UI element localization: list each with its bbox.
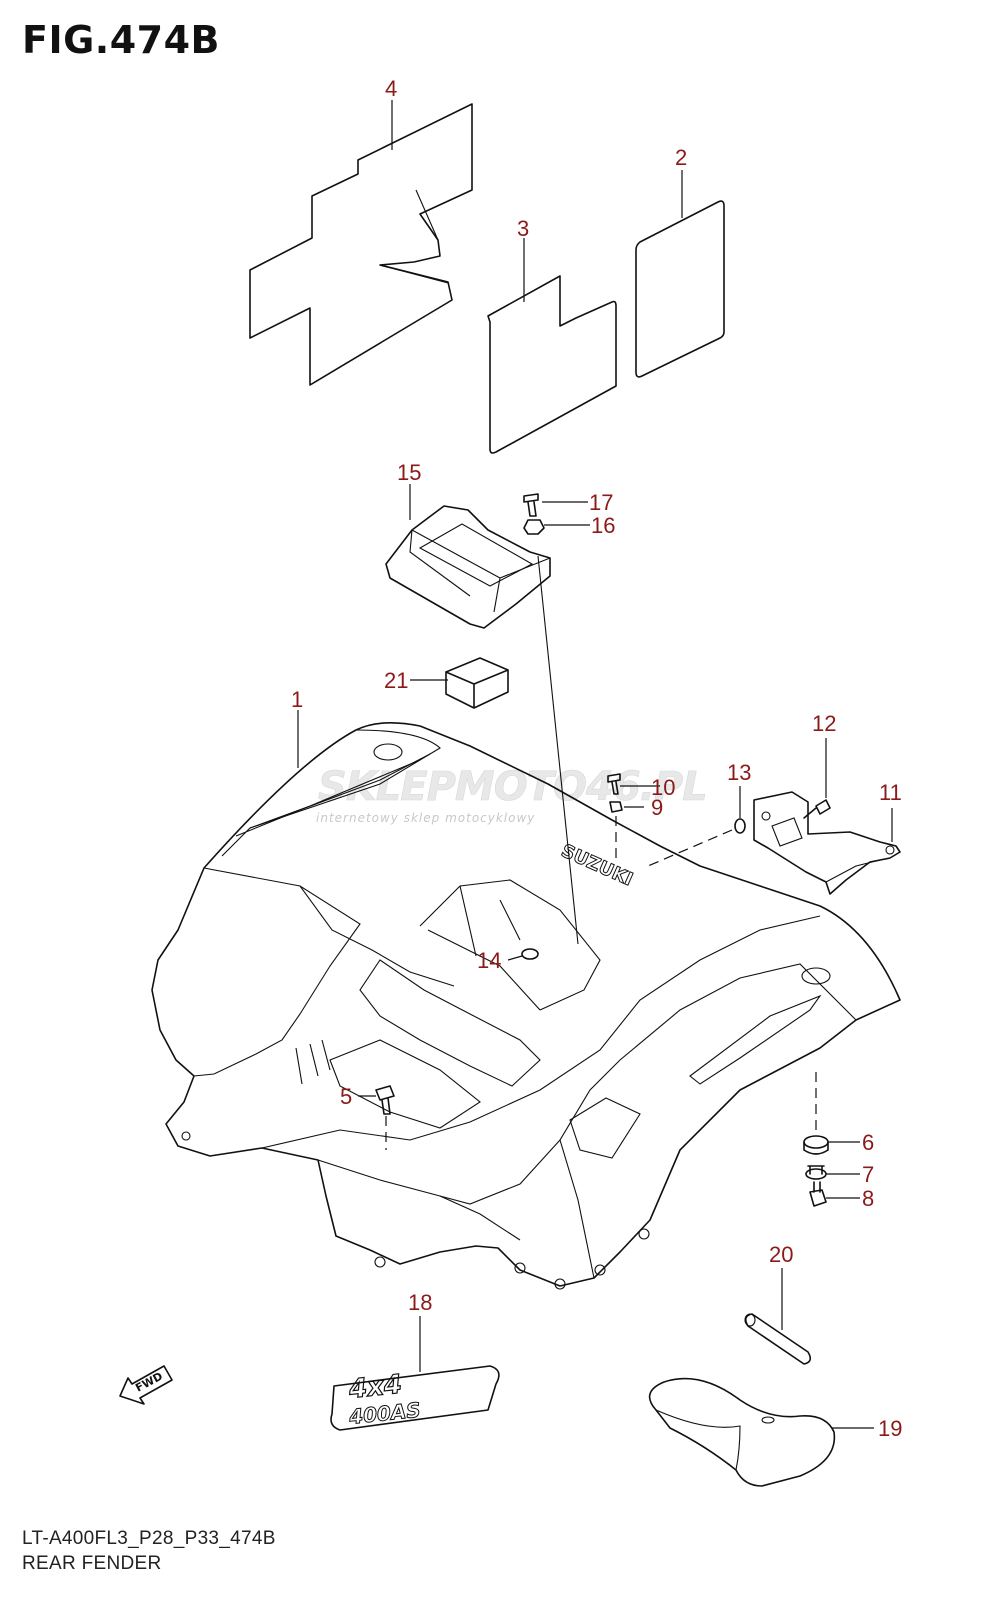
part-7-collar[interactable] [805, 1165, 827, 1180]
emblem-top-text: 4x4 [347, 1370, 404, 1405]
callout-4: 4 [385, 76, 397, 101]
part-13-washer[interactable] [734, 818, 746, 834]
callout-9: 9 [651, 795, 663, 820]
callout-12: 12 [812, 711, 836, 736]
callout-5: 5 [340, 1084, 352, 1109]
watermark-tagline: internetowy sklep motocyklowy [316, 811, 535, 825]
callout-10: 10 [651, 775, 675, 800]
callout-3: 3 [517, 216, 529, 241]
callout-13: 13 [727, 760, 751, 785]
leader-lines [297, 100, 893, 1429]
watermark-brand: SKLEPMOTO46.PL [318, 764, 707, 810]
part-9-nut[interactable] [609, 801, 623, 813]
callout-14: 14 [477, 948, 501, 973]
callout-7: 7 [862, 1162, 874, 1187]
part-12-screw[interactable] [803, 799, 831, 819]
part-10-screw[interactable] [607, 773, 621, 795]
callout-1: 1 [291, 687, 303, 712]
callout-18: 18 [408, 1290, 432, 1315]
part-21-pad[interactable] [445, 657, 509, 709]
part-16-nut[interactable] [523, 519, 545, 535]
callout-16: 16 [591, 513, 615, 538]
part-15-tray[interactable] [385, 505, 551, 629]
part-19-seat-pad[interactable] [648, 1377, 836, 1487]
forward-direction-arrow: FWD [119, 1365, 173, 1405]
callout-21: 21 [384, 668, 408, 693]
part-18-emblem[interactable]: 4x4 400AS [330, 1365, 500, 1431]
callout-20: 20 [769, 1242, 793, 1267]
part-17-screw[interactable] [523, 493, 539, 517]
watermark: SKLEPMOTO46.PL internetowy sklep motocyk… [316, 764, 708, 825]
footer-section-name: REAR FENDER [22, 1553, 162, 1574]
callout-2: 2 [675, 145, 687, 170]
footer-model-code: LT-A400FL3_P28_P33_474B [22, 1528, 276, 1549]
callout-6: 6 [862, 1130, 874, 1155]
callout-19: 19 [878, 1416, 902, 1441]
fwd-text: FWD [133, 1370, 165, 1395]
figure-title: FIG.474B [22, 18, 221, 62]
callout-labels: 4 2 3 15 17 16 21 1 12 13 10 9 11 14 5 6… [291, 76, 902, 1441]
part-6-grommet[interactable] [803, 1135, 829, 1155]
part-3-decal[interactable] [487, 275, 617, 454]
part-11-bracket[interactable] [753, 791, 901, 895]
part-2-decal[interactable] [635, 200, 725, 378]
callout-11: 11 [879, 780, 902, 805]
part-4-decal[interactable] [249, 103, 473, 386]
assembly-line-15 [537, 555, 579, 945]
part-14-cap[interactable] [521, 948, 539, 960]
part-8-bolt[interactable] [809, 1181, 827, 1207]
callout-8: 8 [862, 1186, 874, 1211]
callout-17: 17 [589, 490, 613, 515]
callout-15: 15 [397, 460, 421, 485]
part-20-rod[interactable] [744, 1313, 812, 1365]
part-5-bolt[interactable] [375, 1085, 395, 1115]
part-1-rear-fender[interactable] [151, 722, 901, 1290]
